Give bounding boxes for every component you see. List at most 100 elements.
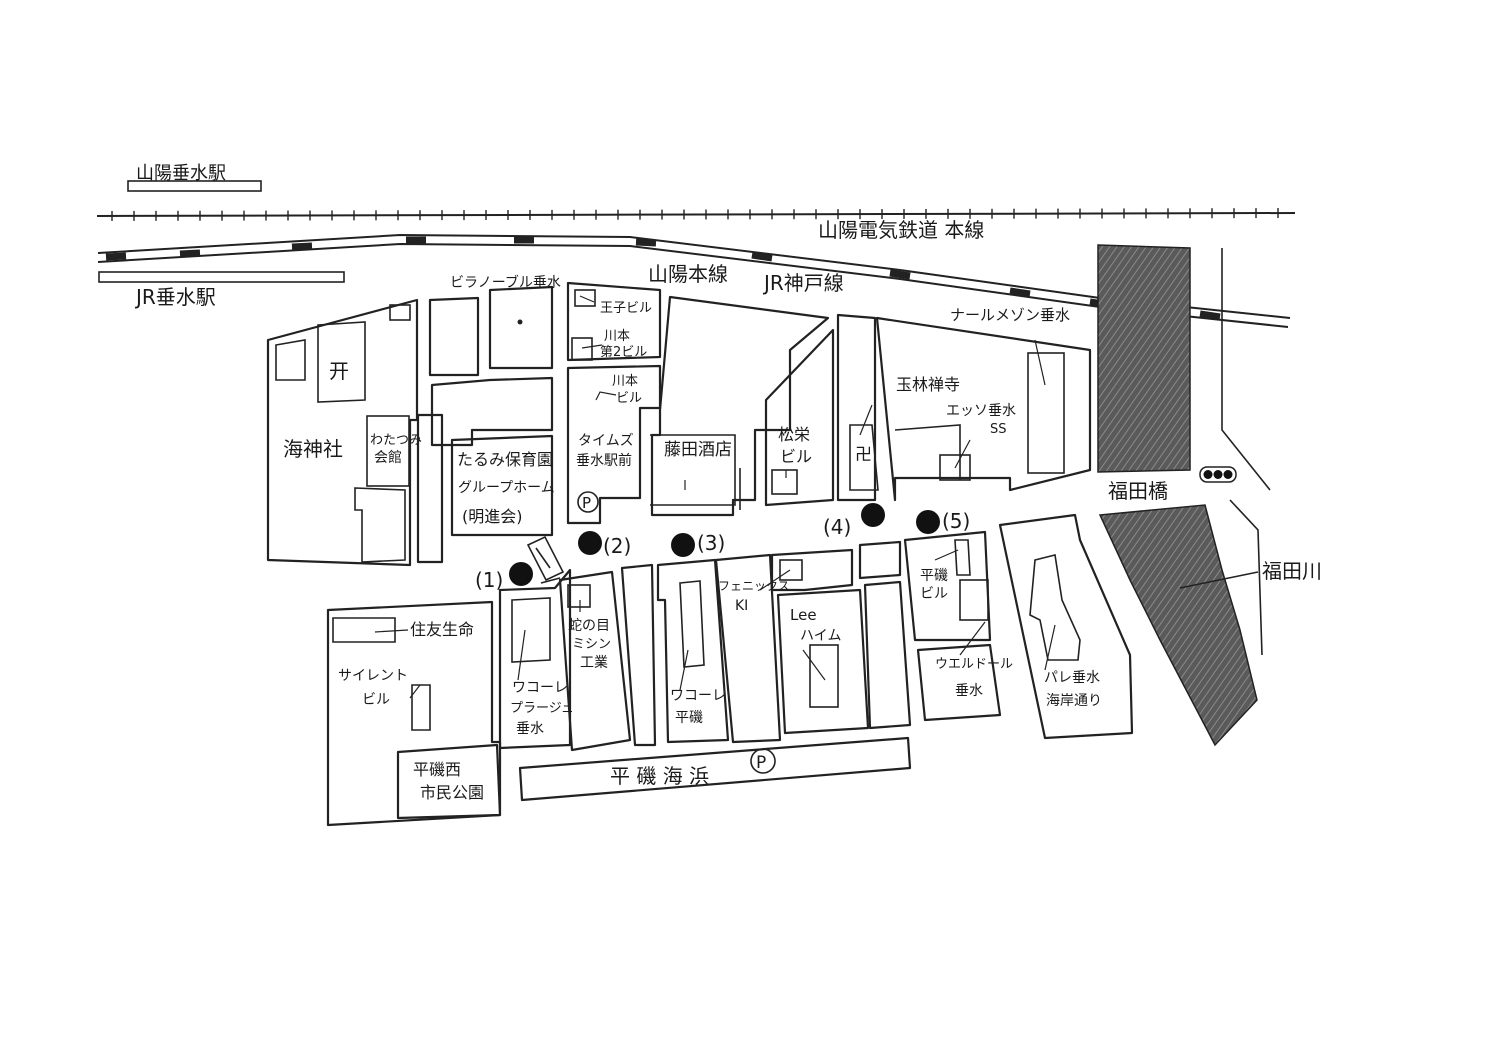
temple-icon: 卍 bbox=[855, 445, 872, 465]
esso-label-2: SS bbox=[990, 422, 1007, 437]
janome-label-3: 工業 bbox=[580, 655, 608, 671]
sumitomo-label: 住友生命 bbox=[410, 620, 474, 639]
block-central-north bbox=[416, 285, 554, 564]
wacoal-plage-label-1: ワコーレ bbox=[512, 680, 568, 696]
times-label-1: タイムズ bbox=[578, 433, 634, 449]
lee-heim-label-1: Lee bbox=[790, 606, 817, 624]
parking-icon: P bbox=[750, 748, 776, 774]
kawamoto-label-1: 川本 bbox=[612, 374, 638, 389]
leader-line bbox=[1179, 571, 1259, 589]
stop-label-2: (2) bbox=[603, 534, 631, 558]
fukuda-river-south bbox=[1098, 504, 1258, 747]
river-bank-line bbox=[1221, 248, 1271, 491]
kawamoto2-label-2: 第2ビル bbox=[600, 345, 647, 360]
stop-marker-4: (4) bbox=[823, 503, 885, 539]
villanoble-label: ビラノーブル垂水 bbox=[450, 274, 561, 291]
jr-line-label-sanyo: 山陽本線 bbox=[648, 262, 728, 286]
stop-marker-5: (5) bbox=[916, 509, 970, 534]
pedestrian-stairs bbox=[526, 535, 565, 584]
stop-label-4: (4) bbox=[823, 515, 851, 539]
sanyo-station-label: 山陽垂水駅 bbox=[136, 163, 226, 184]
pale-tarumi-block bbox=[998, 513, 1134, 740]
wacoal-plage-block bbox=[498, 568, 572, 750]
hiraiso-building-label-2: ビル bbox=[920, 586, 948, 602]
bridge-icon bbox=[1199, 466, 1237, 483]
park-label-1: 平磯西 bbox=[413, 760, 461, 779]
weldor-label-1: ウエルドール bbox=[935, 657, 1013, 672]
watatsumi-hall-label-1: わたつみ bbox=[370, 433, 422, 448]
svg-text:P: P bbox=[582, 494, 591, 512]
block-shoei bbox=[764, 313, 879, 507]
janome-block bbox=[558, 570, 632, 752]
kaijinja-block bbox=[266, 298, 419, 567]
oji-label: 王子ビル bbox=[600, 301, 652, 316]
esso-label-1: エッソ垂水 bbox=[946, 403, 1016, 419]
leader-lines-north bbox=[579, 295, 1046, 490]
kawamoto-label-2: ビル bbox=[616, 391, 642, 406]
river-bank-line bbox=[1229, 499, 1263, 656]
leader-lines-south bbox=[374, 549, 1056, 699]
hoikuen-label-1: たるみ保育園 bbox=[457, 450, 553, 469]
wacoal-plage-label-2: プラージュ bbox=[510, 701, 574, 716]
block-fujita bbox=[650, 295, 830, 517]
jr-station-label: JR垂水駅 bbox=[134, 285, 216, 309]
block-narrow bbox=[620, 563, 657, 747]
watatsumi-hall-label-2: 会館 bbox=[374, 449, 402, 466]
phoenix-label-1: フェニックス bbox=[718, 579, 790, 593]
pale-tarumi-label-2: 海岸通り bbox=[1046, 693, 1102, 709]
phoenix-label-2: KI bbox=[735, 598, 748, 614]
svg-text:P: P bbox=[756, 753, 766, 773]
sanyo-railway bbox=[96, 208, 1296, 221]
fujita-liquor-label: 藤田酒店 bbox=[664, 440, 732, 460]
hoikuen-label-2: グループホーム bbox=[458, 480, 555, 496]
jr-railway-dashes bbox=[105, 236, 1221, 321]
nalmaison-label: ナールメゾン垂水 bbox=[950, 306, 1070, 324]
stop-label-1: (1) bbox=[475, 568, 503, 592]
phoenix-block bbox=[714, 548, 854, 744]
hiraiso-beach-strip bbox=[518, 736, 912, 802]
wacoal-hiraiso-label-2: 平磯 bbox=[675, 710, 703, 726]
stop-label-3: (3) bbox=[697, 531, 725, 555]
janome-label-2: ミシン bbox=[572, 637, 611, 652]
stop-marker-3: (3) bbox=[671, 531, 725, 557]
sanyo-line-label: 山陽電気鉄道 本線 bbox=[818, 218, 984, 242]
kawamoto2-label-1: 川本 bbox=[604, 329, 630, 344]
shoei-label-1: 松栄 bbox=[778, 425, 810, 444]
wacoal-hiraiso-label-1: ワコーレ bbox=[670, 688, 726, 704]
stop-marker-1: (1) bbox=[475, 562, 533, 592]
weldor-label-2: 垂水 bbox=[955, 683, 983, 699]
building-marker bbox=[517, 319, 523, 325]
fukuda-river-label: 福田川 bbox=[1262, 559, 1322, 583]
jr-station-platform bbox=[98, 271, 345, 283]
stop-label-5: (5) bbox=[942, 509, 970, 533]
fukuda-bridge-label: 福田橋 bbox=[1108, 479, 1168, 503]
lee-heim-block bbox=[776, 588, 870, 735]
lee-heim-label-2: ハイム bbox=[800, 628, 841, 644]
wacoal-plage-label-3: 垂水 bbox=[516, 721, 544, 737]
parking-icon: P bbox=[577, 491, 599, 513]
stop-marker-2: (2) bbox=[578, 531, 631, 558]
jr-line-label-kobe: JR神戸線 bbox=[762, 271, 844, 295]
silent-label-2: ビル bbox=[362, 692, 390, 708]
gyokurin-temple-label: 玉林禅寺 bbox=[896, 375, 960, 394]
hiraiso-beach-label: 平 磯 海 浜 bbox=[610, 764, 709, 788]
block-gyokurin bbox=[875, 316, 1092, 502]
kaijinja-label: 海神社 bbox=[283, 437, 343, 461]
park-block bbox=[396, 743, 502, 820]
sanyo-station-platform bbox=[127, 180, 262, 192]
janome-label-1: 蛇の目 bbox=[568, 618, 610, 634]
shoei-label-2: ビル bbox=[780, 447, 812, 466]
shrine-icon: 开 bbox=[329, 359, 349, 383]
hiraiso-building-block bbox=[903, 530, 1002, 722]
block-oji bbox=[566, 281, 662, 525]
hoikuen-label-3: (明進会) bbox=[462, 507, 523, 526]
times-label-2: 垂水駅前 bbox=[576, 452, 632, 469]
silent-label-1: サイレント bbox=[338, 668, 408, 684]
sanyo-railway-ties bbox=[111, 208, 1279, 221]
hiraiso-building-label-1: 平磯 bbox=[920, 568, 948, 584]
pale-tarumi-label-1: パレ垂水 bbox=[1044, 670, 1100, 686]
blocks-east-small bbox=[858, 540, 912, 730]
fukuda-river-north bbox=[1097, 244, 1191, 473]
park-label-2: 市民公園 bbox=[420, 783, 484, 802]
